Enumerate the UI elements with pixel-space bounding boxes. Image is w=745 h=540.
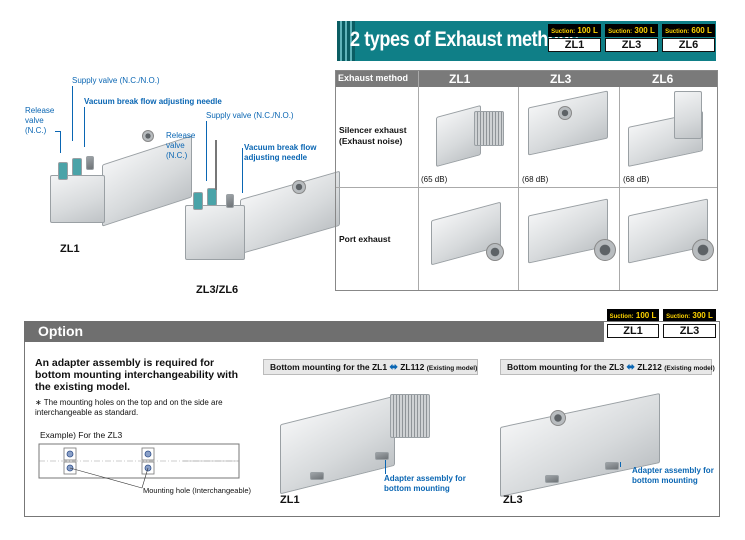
row-label-silencer-l1: Silencer exhaust [339, 125, 407, 135]
panel1-image-area [280, 380, 480, 505]
callout-release-valve-2-l1: Release [166, 131, 196, 140]
zl3-port-image [292, 180, 306, 194]
zl3-silencer-port-image [558, 106, 572, 120]
panel2-image-area [500, 380, 715, 505]
row-label-silencer-l2: (Exhaust noise) [339, 136, 403, 146]
panel2-adapter-image-1 [545, 475, 559, 483]
zl1-valve-block-image [50, 175, 105, 223]
th-zl1: ZL1 [449, 72, 471, 86]
panel1-model-label: ZL1 [280, 494, 300, 506]
option-bar [24, 321, 604, 342]
th-exhaust-method: Exhaust method [338, 73, 409, 83]
zl3-body-image [240, 170, 340, 255]
zl3-valve-block-image [185, 205, 245, 260]
zl3-port-hole-image [594, 239, 616, 261]
callout-release-valve-1-l3: (N.C.) [25, 126, 47, 135]
zl3-silencer-image [528, 90, 608, 156]
mounting-drawing [38, 443, 240, 489]
option-note: ∗ The mounting holes on the top and on t… [35, 398, 223, 417]
zl1-release-valve-image [58, 162, 68, 180]
model-box-zl6: ZL6 [662, 38, 715, 52]
panel1-adapter-l1: Adapter assembly for [384, 474, 466, 483]
zl3-needle-image [226, 194, 234, 208]
table-header [336, 71, 717, 87]
panel1-body-image [280, 395, 395, 495]
banner-stripes [337, 21, 355, 61]
callout-release-valve-2-l2: valve [166, 141, 185, 150]
callout-release-valve-2-l3: (N.C.) [166, 151, 188, 160]
panel2-adapter-l1: Adapter assembly for [632, 466, 714, 475]
option-model-box-zl3-top: ZL3 [663, 324, 716, 338]
exhaust-method-table: Exhaust method ZL1 ZL3 ZL6 Silencer exha… [335, 70, 718, 291]
zl1-silencer-fins-image [474, 111, 504, 146]
zl1-port-image [142, 130, 154, 142]
panel1-silencer-image [390, 394, 430, 438]
panel2-model-label: ZL3 [503, 494, 523, 506]
panel1-adapter-l2: bottom mounting [384, 484, 450, 493]
th-zl3: ZL3 [550, 72, 572, 86]
panel2-header: Bottom mounting for the ZL3 ⬌ ZL212 (Exi… [500, 359, 715, 375]
panel2-adapter-image-2 [605, 462, 619, 470]
zl6-port-hole-image [692, 239, 714, 261]
callout-supply-valve-2: Supply valve (N.C./N.O.) [206, 111, 294, 120]
panel2-adapter-l2: bottom mounting [632, 476, 698, 485]
zl1-port-hole-image [486, 243, 504, 261]
option-suction-badge-zl1: Suction: 100 L [607, 309, 659, 322]
noise-zl1: (65 dB) [421, 175, 448, 184]
suction-badge-zl1: Suction: 100 L [548, 24, 601, 37]
zl6-silencer-cylinder-image [674, 91, 702, 139]
label-zl3-zl6: ZL3/ZL6 [196, 284, 239, 296]
noise-zl6: (68 dB) [623, 175, 650, 184]
banner-title: 2 types of Exhaust methods [350, 28, 579, 51]
suction-badge-zl3: Suction: 300 L [605, 24, 658, 37]
example-label: Example) For the ZL3 [40, 430, 123, 440]
label-zl1: ZL1 [60, 243, 80, 255]
callout-release-valve-1-l1: Release [25, 106, 55, 115]
zl3-cable-image [215, 140, 217, 190]
callout-vacuum-break-2-l2: adjusting needle [244, 153, 308, 162]
product-illustration-area [30, 100, 340, 310]
row-label-port: Port exhaust [339, 234, 391, 244]
zl3-supply-valve-image [207, 188, 217, 206]
zl3-release-valve-image [193, 192, 203, 210]
callout-release-valve-1-l2: valve [25, 116, 44, 125]
panel1-adapter-image-2 [375, 452, 389, 460]
mounting-hole-label: Mounting hole (Interchangeable) [143, 486, 251, 495]
panel1-header: Bottom mounting for the ZL1 ⬌ ZL112 (Exi… [263, 359, 478, 375]
zl1-supply-valve-image [72, 158, 82, 176]
callout-supply-valve-1: Supply valve (N.C./N.O.) [72, 76, 160, 85]
th-zl6: ZL6 [652, 72, 674, 86]
callout-vacuum-break-2-l1: Vacuum break flow [244, 143, 317, 152]
model-box-zl3: ZL3 [605, 38, 658, 52]
option-title: Option [38, 323, 84, 339]
option-model-box-zl1-top: ZL1 [607, 324, 659, 338]
noise-zl3: (68 dB) [522, 175, 549, 184]
option-description: An adapter assembly is required for bott… [35, 357, 238, 393]
panel2-port-image [550, 410, 566, 426]
model-box-zl1: ZL1 [548, 38, 601, 52]
callout-vacuum-break-1: Vacuum break flow adjusting needle [84, 97, 222, 106]
zl1-needle-image [86, 156, 94, 170]
option-suction-badge-zl3: Suction: 300 L [663, 309, 716, 322]
suction-badge-zl6: Suction: 600 L [662, 24, 715, 37]
panel1-adapter-image-1 [310, 472, 324, 480]
